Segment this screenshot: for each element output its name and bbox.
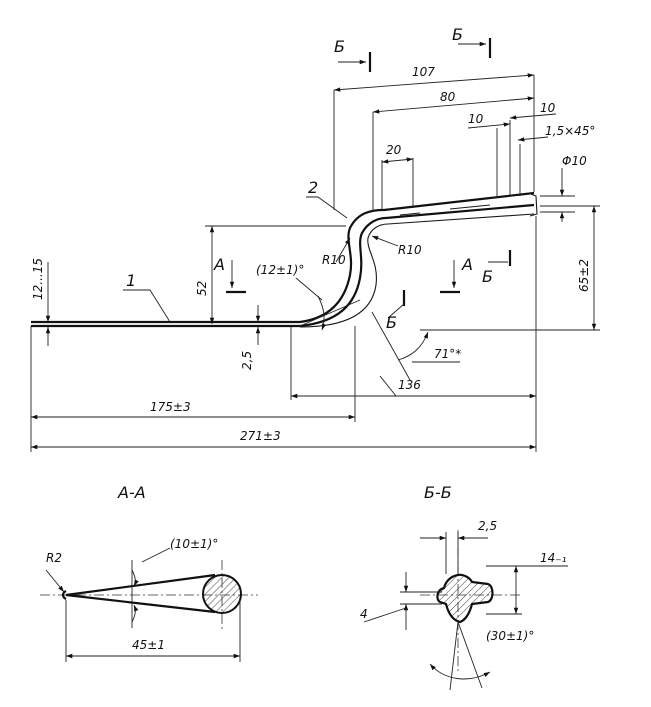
dim-angle-71: 71°* [371,311,461,381]
dim-175: 175±3 [30,326,356,452]
dim-r10-left: R10 [322,237,351,267]
section-a-right: А [461,255,473,274]
section-aa-title: А-А [117,483,146,502]
section-bb: Б-Б 2,5 14₋₁ 4 (30±1)° [360,483,568,691]
section-bb-d14: 14₋₁ [540,551,567,565]
section-aa-length: 45±1 [132,638,165,652]
dim-angle-71-label: 71°* [434,347,461,361]
dim-phi10: Φ10 [540,154,587,222]
dim-20-label: 20 [386,143,402,157]
dim-r10-left-label: R10 [322,253,346,267]
section-mark-b-lower: Б Б [386,250,512,332]
dim-271-label: 271±3 [240,429,281,443]
dim-107: 107 [333,65,535,210]
dim-2-5-label: 2,5 [240,351,254,370]
main-view: 1 2 107 80 10 10 [30,25,600,452]
dim-10-inner-label: 10 [468,112,484,126]
dim-10-inner: 10 [467,112,511,198]
dim-52: 52 [195,225,346,324]
dim-thickness-label: 12...15 [31,258,45,300]
part-2-label: 2 [308,178,318,197]
dim-10-outer-label: 10 [540,101,556,115]
dim-175-label: 175±3 [150,400,191,414]
dim-271: 271±3 [30,429,536,450]
section-b-lower: Б [386,313,397,332]
part-1-label: 1 [126,271,136,290]
section-aa-angle: (10±1)° [170,537,218,551]
section-aa: А-А R2 (10±1)° 45±1 [40,483,258,662]
section-aa-r2: R2 [46,551,62,565]
dim-10-outer: 10 [509,101,557,196]
dim-107-label: 107 [412,65,435,79]
section-mark-a: А А [213,255,473,294]
dim-r10-right-label: R10 [398,243,422,257]
section-a-left: А [213,255,225,274]
dim-80: 80 [372,90,535,212]
dim-136-label: 136 [398,378,421,392]
section-b-top-left: Б [334,37,345,56]
section-bb-title: Б-Б [424,483,452,502]
dim-20: 20 [381,143,414,210]
dim-phi10-label: Φ10 [562,154,587,168]
dim-angle-12: (12±1)° [256,263,361,331]
section-bb-d25: 2,5 [478,519,497,533]
dim-chamfer-label: 1,5×45° [545,124,595,138]
section-bb-d4: 4 [360,607,368,621]
part-outline [31,191,538,328]
dim-65-label: 65±2 [577,259,591,292]
dim-65: 65±2 [420,205,600,331]
dim-136: 136 [290,216,537,452]
dim-angle-12-label: (12±1)° [256,263,304,277]
part-leaders: 1 2 [123,178,348,323]
dim-80-label: 80 [440,90,456,104]
dim-thickness: 12...15 [31,258,51,346]
section-bb-angle: (30±1)° [486,629,534,643]
dim-52-label: 52 [195,281,209,296]
section-b-lower-right: Б [482,267,493,286]
dim-2-5: 2,5 [240,305,261,370]
section-mark-b-top: Б Б [334,25,492,72]
dim-r10-right: R10 [371,235,422,257]
dim-chamfer: 1,5×45° [517,124,595,196]
section-b-top-right: Б [452,25,463,44]
